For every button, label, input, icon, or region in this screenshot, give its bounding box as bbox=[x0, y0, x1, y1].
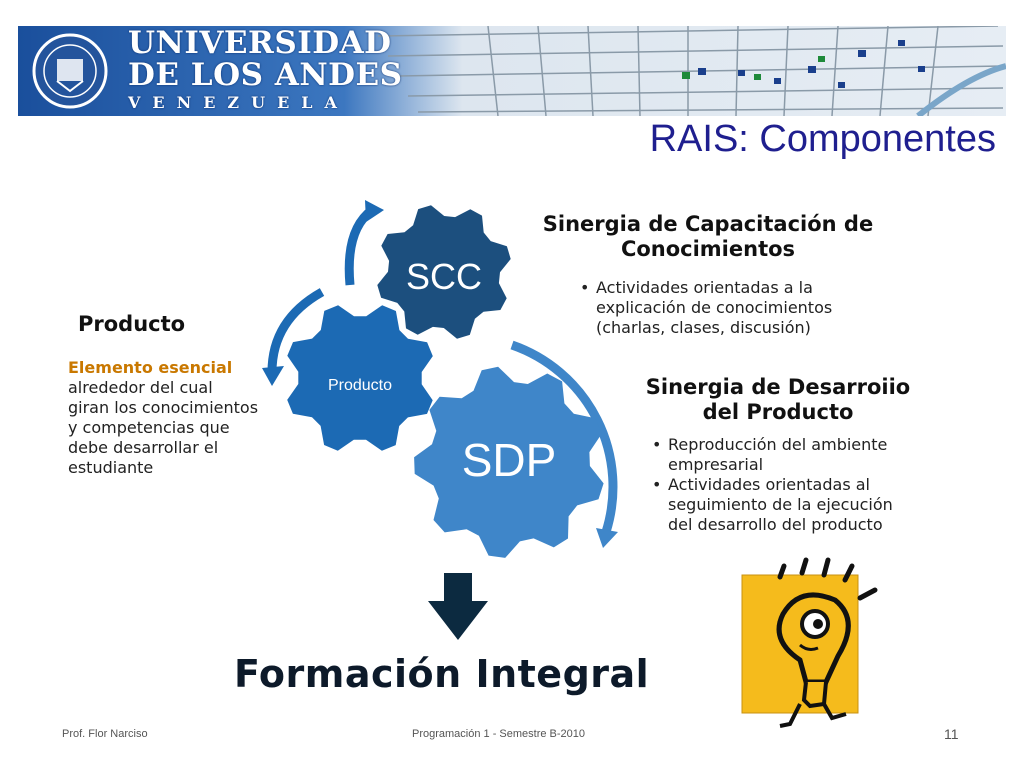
scc-gear-label: SCC bbox=[406, 256, 482, 297]
university-name-line2: DE LOS ANDES bbox=[128, 57, 403, 93]
sdp-heading-line2: del Producto bbox=[702, 400, 854, 424]
scc-heading: Sinergia de Capacitación de Conocimiento… bbox=[528, 212, 888, 262]
curved-arrow-top bbox=[344, 206, 375, 286]
arrowhead-right bbox=[596, 528, 618, 548]
university-name: UNIVERSIDAD DE LOS ANDES VENEZUELA bbox=[128, 28, 403, 111]
gear-shape bbox=[377, 205, 511, 339]
producto-title: Producto bbox=[78, 312, 186, 336]
curved-arrow-right bbox=[510, 340, 618, 534]
sdp-bullet-list: •Reproducción del ambiente empresarial •… bbox=[652, 435, 893, 534]
scc-heading-line1: Sinergia de Capacitación de bbox=[542, 212, 874, 236]
scc-bullet-item: •Actividades orientadas a la bbox=[580, 278, 813, 297]
university-seal-icon bbox=[32, 33, 108, 109]
arrowhead-left bbox=[262, 366, 284, 386]
arrowhead-top bbox=[365, 200, 384, 222]
campus-map-image bbox=[18, 26, 1006, 116]
producto-emphasis: Elemento esencial bbox=[68, 358, 233, 377]
bullet-dot-icon: • bbox=[652, 475, 662, 494]
producto-gear-icon bbox=[287, 305, 433, 451]
sdp-gear-label: SDP bbox=[462, 434, 557, 486]
bullet-dot-icon: • bbox=[652, 435, 662, 454]
lightbulb-idea-icon bbox=[741, 557, 878, 728]
producto-gear-label: Producto bbox=[328, 377, 392, 394]
scc-bullet-list: •Actividades orientadas a la explicación… bbox=[580, 278, 833, 337]
footer-page-number: 11 bbox=[944, 726, 959, 742]
gear-shape bbox=[414, 366, 604, 558]
bullet-dot-icon: • bbox=[580, 278, 590, 297]
university-name-line3: VENEZUELA bbox=[128, 93, 349, 112]
down-arrow-icon bbox=[428, 573, 488, 640]
producto-description: Elemento esencial alrededor del cual gir… bbox=[68, 358, 259, 477]
sdp-bullet-item: •Actividades orientadas al bbox=[652, 475, 870, 494]
footer-author: Prof. Flor Narciso bbox=[62, 728, 148, 740]
sdp-heading: Sinergia de Desarroiio del Producto bbox=[628, 375, 928, 425]
slide-title: RAIS: Componentes bbox=[649, 118, 996, 160]
header-banner: UNIVERSIDAD DE LOS ANDES VENEZUELA bbox=[18, 26, 1006, 116]
sdp-bullet-item: •Reproducción del ambiente bbox=[652, 435, 888, 454]
gear-shape bbox=[287, 305, 433, 451]
curved-arrow-left bbox=[267, 288, 325, 373]
sdp-heading-line1: Sinergia de Desarroiio bbox=[645, 375, 911, 399]
footer-course: Programación 1 - Semestre B-2010 bbox=[412, 728, 586, 740]
scc-gear-icon bbox=[377, 205, 511, 339]
formacion-integral-label: Formación Integral bbox=[234, 652, 650, 696]
sdp-gear-icon bbox=[414, 366, 604, 558]
scc-heading-line2: Conocimientos bbox=[620, 237, 796, 261]
university-name-line1: UNIVERSIDAD bbox=[128, 26, 392, 61]
